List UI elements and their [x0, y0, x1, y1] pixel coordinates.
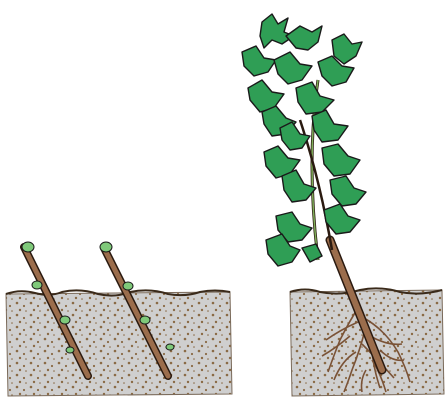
plant-leaves	[242, 14, 366, 266]
left-soil-block	[6, 290, 232, 396]
